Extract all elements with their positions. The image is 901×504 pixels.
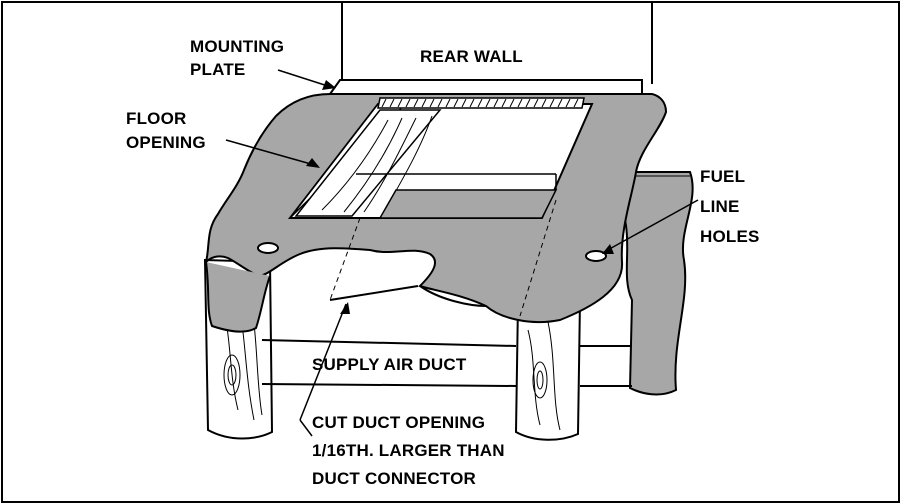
arrowheads — [306, 80, 614, 314]
label-fuel-line-holes-line3: HOLES — [700, 227, 760, 246]
label-supply-air-duct: SUPPLY AIR DUCT — [312, 355, 467, 374]
label-mounting-plate-line2: PLATE — [190, 60, 245, 79]
beam-right-side — [611, 171, 694, 396]
label-cut-duct-opening-line1: CUT DUCT OPENING — [312, 413, 485, 432]
label-mounting-plate-line1: MOUNTING — [190, 37, 284, 56]
mounting-plate — [328, 79, 643, 109]
supply-air-duct — [261, 339, 632, 387]
label-floor-opening-line1: FLOOR — [126, 109, 187, 128]
label-cut-duct-opening-line2: 1/16TH. LARGER THAN — [312, 441, 505, 460]
panel-front-edge — [205, 261, 487, 333]
label-cut-duct-opening-line3: DUCT CONNECTOR — [312, 469, 476, 488]
rear-wall — [341, 2, 653, 84]
label-fuel-line-holes-line2: LINE — [700, 197, 740, 216]
leader-lines — [225, 69, 699, 437]
fuel-line-holes — [257, 242, 607, 262]
label-floor-opening-line2: OPENING — [126, 133, 206, 152]
right-floor-joist — [514, 298, 582, 441]
label-rear-wall: REAR WALL — [420, 47, 523, 66]
label-fuel-line-holes-line1: FUEL — [700, 167, 745, 186]
